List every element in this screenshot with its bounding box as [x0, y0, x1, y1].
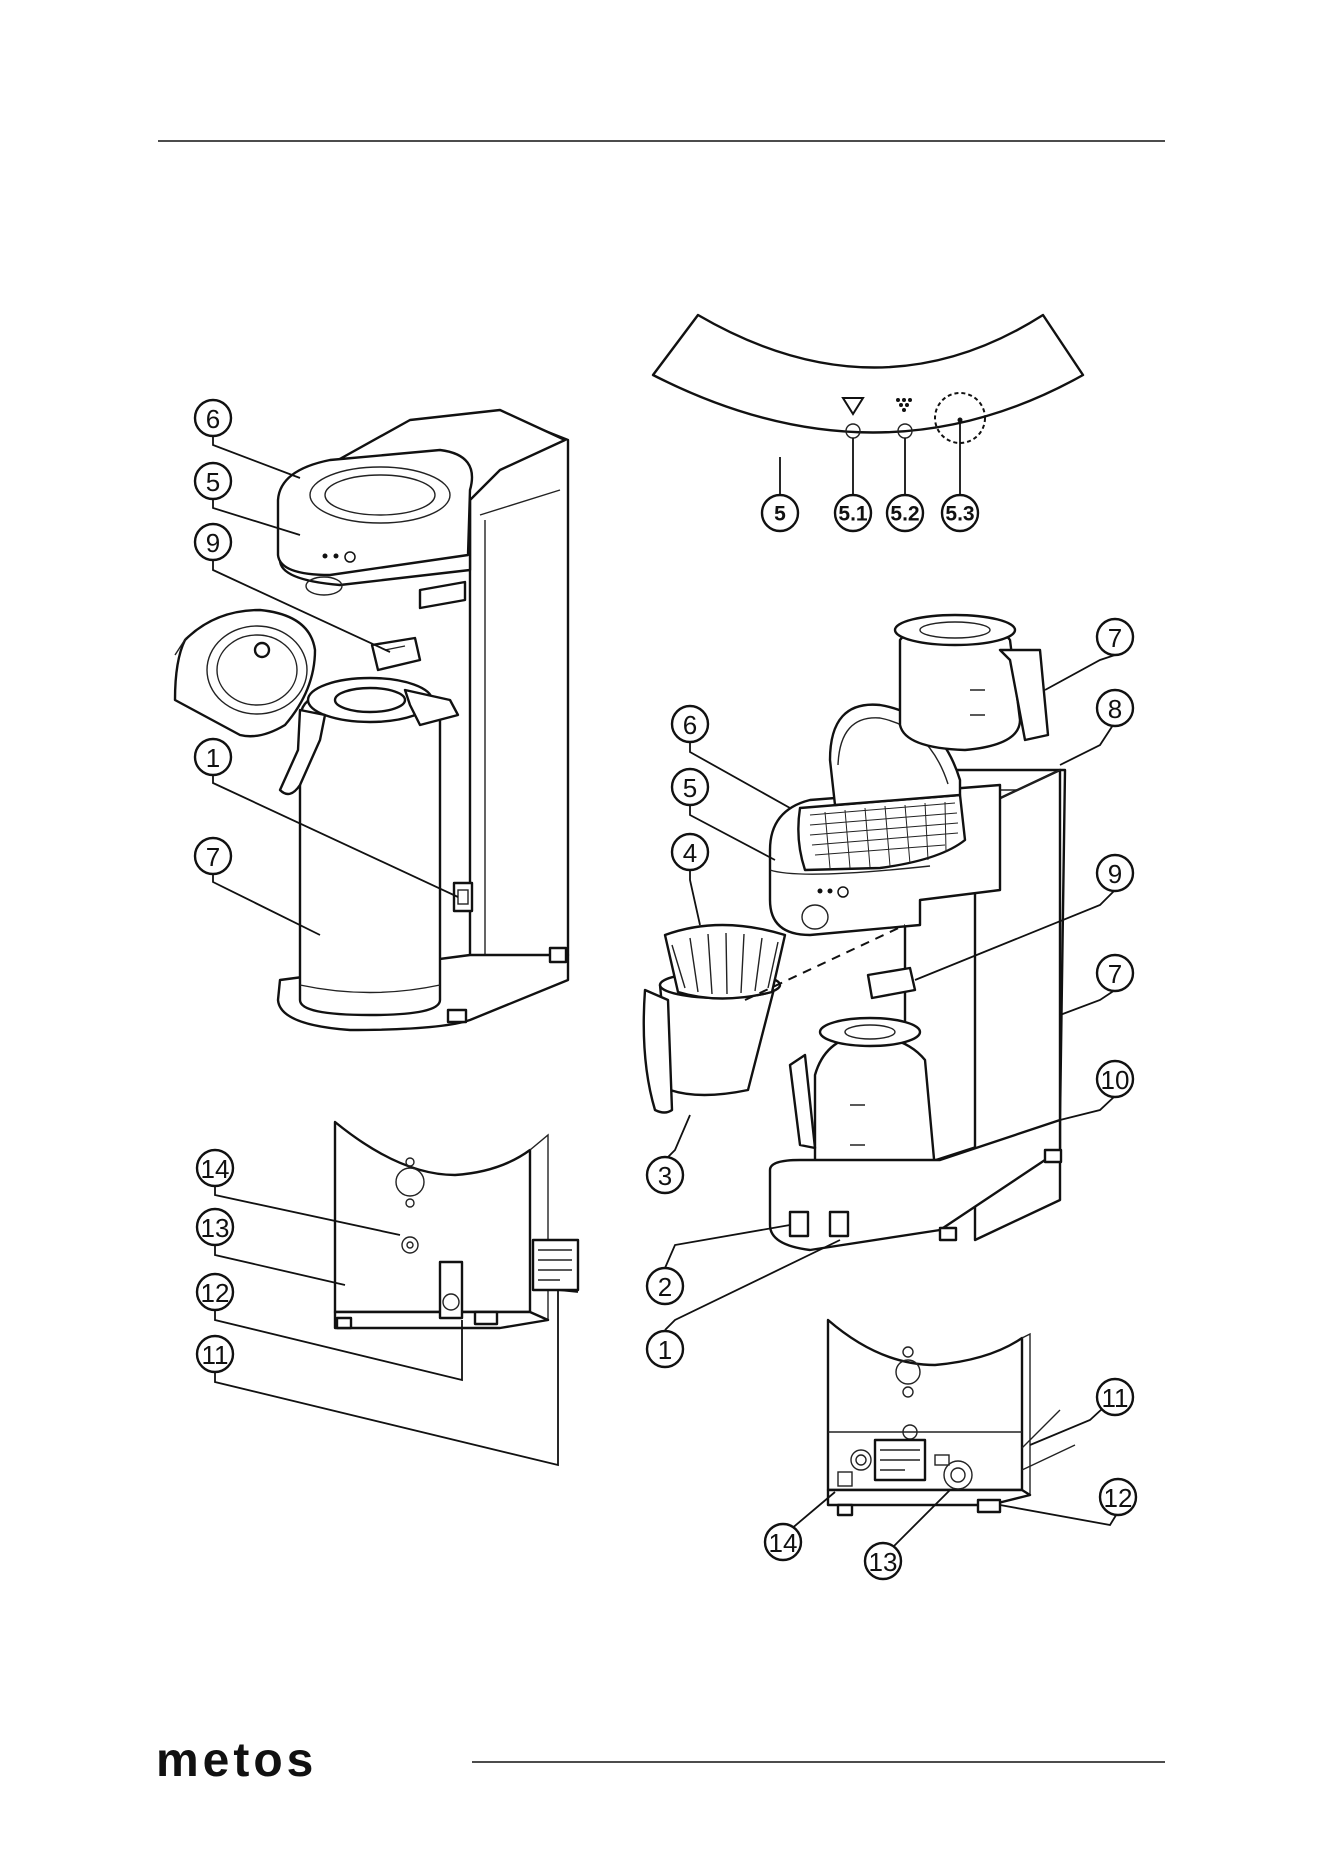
- callout-right_bottom-0: 11: [1097, 1379, 1133, 1415]
- metos-logo: metos: [156, 1734, 317, 1787]
- callout-label: 5.1: [838, 503, 868, 526]
- callout-right_top-3: 7: [1097, 955, 1133, 991]
- callout-label: 6: [206, 404, 220, 434]
- callout-label: 12: [201, 1278, 230, 1308]
- callout-panel-1: 5.1: [835, 495, 871, 531]
- callout-left_top-3: 1: [195, 739, 231, 775]
- callout-label: 5: [206, 467, 220, 497]
- callout-left_bottom-2: 12: [197, 1274, 233, 1310]
- jug-brewer: [644, 615, 1065, 1250]
- callout-label: 7: [206, 842, 220, 872]
- airpot-brewer: [175, 410, 568, 1030]
- callout-right_left-0: 6: [672, 706, 708, 742]
- callout-label: 7: [1108, 959, 1122, 989]
- callout-label: 6: [683, 710, 697, 740]
- airpot-rear-view: [335, 1122, 578, 1328]
- callout-panel-0: 5: [762, 495, 798, 531]
- type-plate-left: [533, 1240, 578, 1290]
- callout-right_left-5: 1: [647, 1331, 683, 1367]
- callout-right_left-1: 5: [672, 769, 708, 805]
- callout-left_bottom-1: 13: [197, 1209, 233, 1245]
- logo-text: metos: [156, 1734, 317, 1787]
- callout-left_top-1: 5: [195, 463, 231, 499]
- callout-right_left-3: 3: [647, 1157, 683, 1193]
- callout-left_top-2: 9: [195, 524, 231, 560]
- callout-right_left-4: 2: [647, 1268, 683, 1304]
- jug-brewer-rear-view: [828, 1320, 1075, 1515]
- callout-label: 1: [658, 1335, 672, 1365]
- callout-right_bottom-2: 14: [765, 1524, 801, 1560]
- callout-left_top-0: 6: [195, 400, 231, 436]
- callout-label: 5.2: [890, 503, 919, 526]
- callout-label: 1: [206, 743, 220, 773]
- callout-panel-2: 5.2: [887, 495, 923, 531]
- callout-left_top-4: 7: [195, 838, 231, 874]
- callout-label: 9: [1108, 859, 1122, 889]
- callout-label: 7: [1108, 623, 1122, 653]
- callout-right_bottom-3: 13: [865, 1543, 901, 1579]
- callout-right_top-2: 9: [1097, 855, 1133, 891]
- callout-label: 5: [774, 503, 786, 526]
- callout-label: 11: [202, 1340, 229, 1370]
- callout-label: 13: [869, 1547, 898, 1577]
- callout-label: 8: [1108, 694, 1122, 724]
- callout-right_top-0: 7: [1097, 619, 1133, 655]
- callout-right_top-4: 10: [1097, 1061, 1133, 1097]
- callout-label: 10: [1101, 1065, 1130, 1095]
- callout-label: 5.3: [945, 503, 974, 526]
- callout-label: 3: [658, 1161, 672, 1191]
- callout-right_top-1: 8: [1097, 690, 1133, 726]
- control-panel-detail: [653, 315, 1097, 495]
- callout-label: 5: [683, 773, 697, 803]
- callout-left_bottom-0: 14: [197, 1150, 233, 1186]
- callout-label: 2: [658, 1272, 672, 1302]
- callout-left_bottom-3: 11: [197, 1336, 233, 1372]
- callout-right_left-2: 4: [672, 834, 708, 870]
- callout-label: 9: [206, 528, 220, 558]
- callout-label: 14: [201, 1154, 230, 1184]
- callout-panel-3: 5.3: [942, 495, 978, 531]
- callout-label: 13: [201, 1213, 230, 1243]
- callout-label: 11: [1102, 1383, 1129, 1413]
- callout-right_bottom-1: 12: [1100, 1479, 1136, 1515]
- callout-label: 12: [1104, 1483, 1133, 1513]
- callout-label: 14: [769, 1528, 798, 1558]
- callout-label: 4: [683, 838, 697, 868]
